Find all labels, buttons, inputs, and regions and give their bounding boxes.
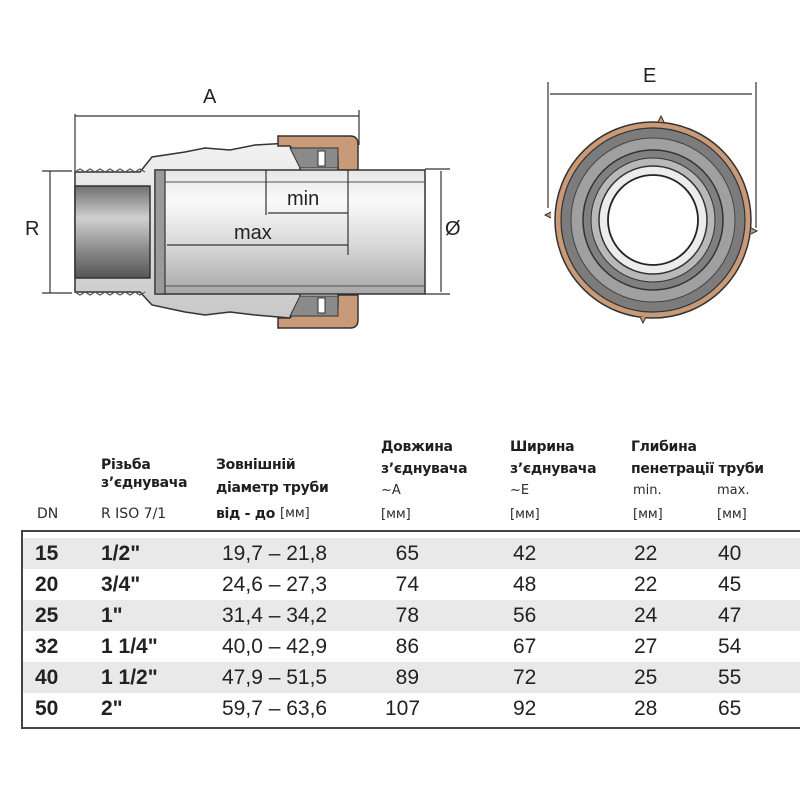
header-width-unit: [мм] bbox=[510, 507, 540, 522]
header-width-line3: ~E bbox=[510, 483, 530, 498]
cell-max: 47 bbox=[718, 604, 742, 627]
header-diameter-line3: від - до bbox=[216, 506, 276, 522]
cell-dn: 25 bbox=[35, 604, 59, 627]
cell-dn: 32 bbox=[35, 635, 59, 658]
table-row: 50 2" 59,7 – 63,6 107 92 28 65 bbox=[23, 693, 800, 724]
cell-a: 107 bbox=[385, 697, 421, 720]
cell-max: 55 bbox=[718, 666, 742, 689]
cell-max: 54 bbox=[718, 635, 742, 658]
cell-diameter: 40,0 – 42,9 bbox=[222, 635, 328, 658]
cell-diameter: 47,9 – 51,5 bbox=[222, 666, 328, 689]
header-depth-line2: пенетрації труби bbox=[631, 461, 764, 477]
header-length-line1: Довжина bbox=[381, 439, 453, 455]
cell-thread: 2" bbox=[101, 697, 123, 720]
cell-diameter: 59,7 – 63,6 bbox=[222, 697, 328, 720]
side-view-diagram bbox=[42, 110, 450, 329]
thread-bottom bbox=[74, 291, 146, 296]
table-row: 15 1/2" 19,7 – 21,8 65 42 22 40 bbox=[23, 538, 800, 569]
table-row: 20 3/4" 24,6 – 27,3 74 48 22 45 bbox=[23, 569, 800, 600]
header-length-unit: [мм] bbox=[381, 507, 411, 522]
header-depth-max-unit: [мм] bbox=[717, 507, 747, 522]
dim-label-e: E bbox=[643, 65, 657, 87]
cell-e: 56 bbox=[513, 604, 537, 627]
header-thread-line1: Різьба bbox=[101, 457, 151, 473]
table-row: 32 1 1/4" 40,0 – 42,9 86 67 27 54 bbox=[23, 631, 800, 662]
cell-e: 72 bbox=[513, 666, 537, 689]
header-thread-line3: R ISO 7/1 bbox=[101, 506, 167, 522]
header-diameter-line1: Зовнішній bbox=[216, 457, 296, 473]
cell-a: 65 bbox=[395, 542, 419, 565]
dim-label-diameter: Ø bbox=[445, 218, 461, 240]
clamp-ring-bottom bbox=[289, 295, 339, 317]
dimensions-table: 15 1/2" 19,7 – 21,8 65 42 22 40 20 3/4" 24,6 – 27… bbox=[21, 530, 800, 729]
dim-label-max: max bbox=[234, 222, 272, 244]
header-width-line2: з’єднувача bbox=[510, 461, 597, 477]
header-depth-min-unit: [мм] bbox=[633, 507, 663, 522]
cell-max: 65 bbox=[718, 697, 742, 720]
cell-e: 48 bbox=[513, 573, 537, 596]
cell-max: 45 bbox=[718, 573, 742, 596]
cell-thread: 3/4" bbox=[101, 573, 141, 596]
cell-max: 40 bbox=[718, 542, 742, 565]
header-dn: DN bbox=[37, 506, 59, 522]
cell-e: 92 bbox=[513, 697, 537, 720]
dim-label-a: A bbox=[203, 86, 217, 108]
cell-min: 24 bbox=[634, 604, 658, 627]
header-depth-line1: Глибина bbox=[631, 439, 697, 455]
pipe-opening bbox=[607, 174, 699, 266]
cell-min: 27 bbox=[634, 635, 658, 658]
front-view-diagram bbox=[543, 82, 759, 325]
table-row: 25 1" 31,4 – 34,2 78 56 24 47 bbox=[23, 600, 800, 631]
cell-dn: 40 bbox=[35, 666, 59, 689]
table-row: 40 1 1/2" 47,9 – 51,5 89 72 25 55 bbox=[23, 662, 800, 693]
cell-e: 67 bbox=[513, 635, 537, 658]
header-length-line2: з’єднувача bbox=[381, 461, 468, 477]
cell-a: 86 bbox=[395, 635, 419, 658]
inserted-pipe bbox=[154, 169, 426, 295]
cell-a: 78 bbox=[395, 604, 419, 627]
cell-diameter: 31,4 – 34,2 bbox=[222, 604, 328, 627]
cell-min: 22 bbox=[634, 573, 658, 596]
cell-thread: 1 1/2" bbox=[101, 666, 158, 689]
cell-thread: 1" bbox=[101, 604, 123, 627]
cell-dn: 15 bbox=[35, 542, 59, 565]
dim-label-min: min bbox=[287, 188, 320, 210]
cell-e: 42 bbox=[513, 542, 537, 565]
cell-a: 89 bbox=[395, 666, 419, 689]
cell-thread: 1/2" bbox=[101, 542, 141, 565]
clamp-ring-top bbox=[289, 147, 339, 169]
header-diameter-unit: [мм] bbox=[280, 506, 310, 521]
connector-bore bbox=[74, 185, 151, 279]
thread-top bbox=[74, 168, 146, 173]
header-diameter-line2: діаметр труби bbox=[216, 480, 329, 496]
cell-a: 74 bbox=[395, 573, 419, 596]
header-depth-min: min. bbox=[633, 483, 662, 498]
dim-label-r: R bbox=[25, 218, 40, 240]
cell-diameter: 24,6 – 27,3 bbox=[222, 573, 328, 596]
header-depth-max: max. bbox=[717, 483, 750, 498]
cell-thread: 1 1/4" bbox=[101, 635, 158, 658]
cell-diameter: 19,7 – 21,8 bbox=[222, 542, 328, 565]
pipe-end bbox=[154, 169, 166, 295]
cell-min: 28 bbox=[634, 697, 658, 720]
cell-dn: 20 bbox=[35, 573, 59, 596]
cell-dn: 50 bbox=[35, 697, 59, 720]
cell-min: 22 bbox=[634, 542, 658, 565]
header-length-line3: ~A bbox=[381, 483, 401, 498]
header-width-line1: Ширина bbox=[510, 439, 575, 455]
header-thread-line2: з’єднувача bbox=[101, 475, 188, 491]
cell-min: 25 bbox=[634, 666, 658, 689]
